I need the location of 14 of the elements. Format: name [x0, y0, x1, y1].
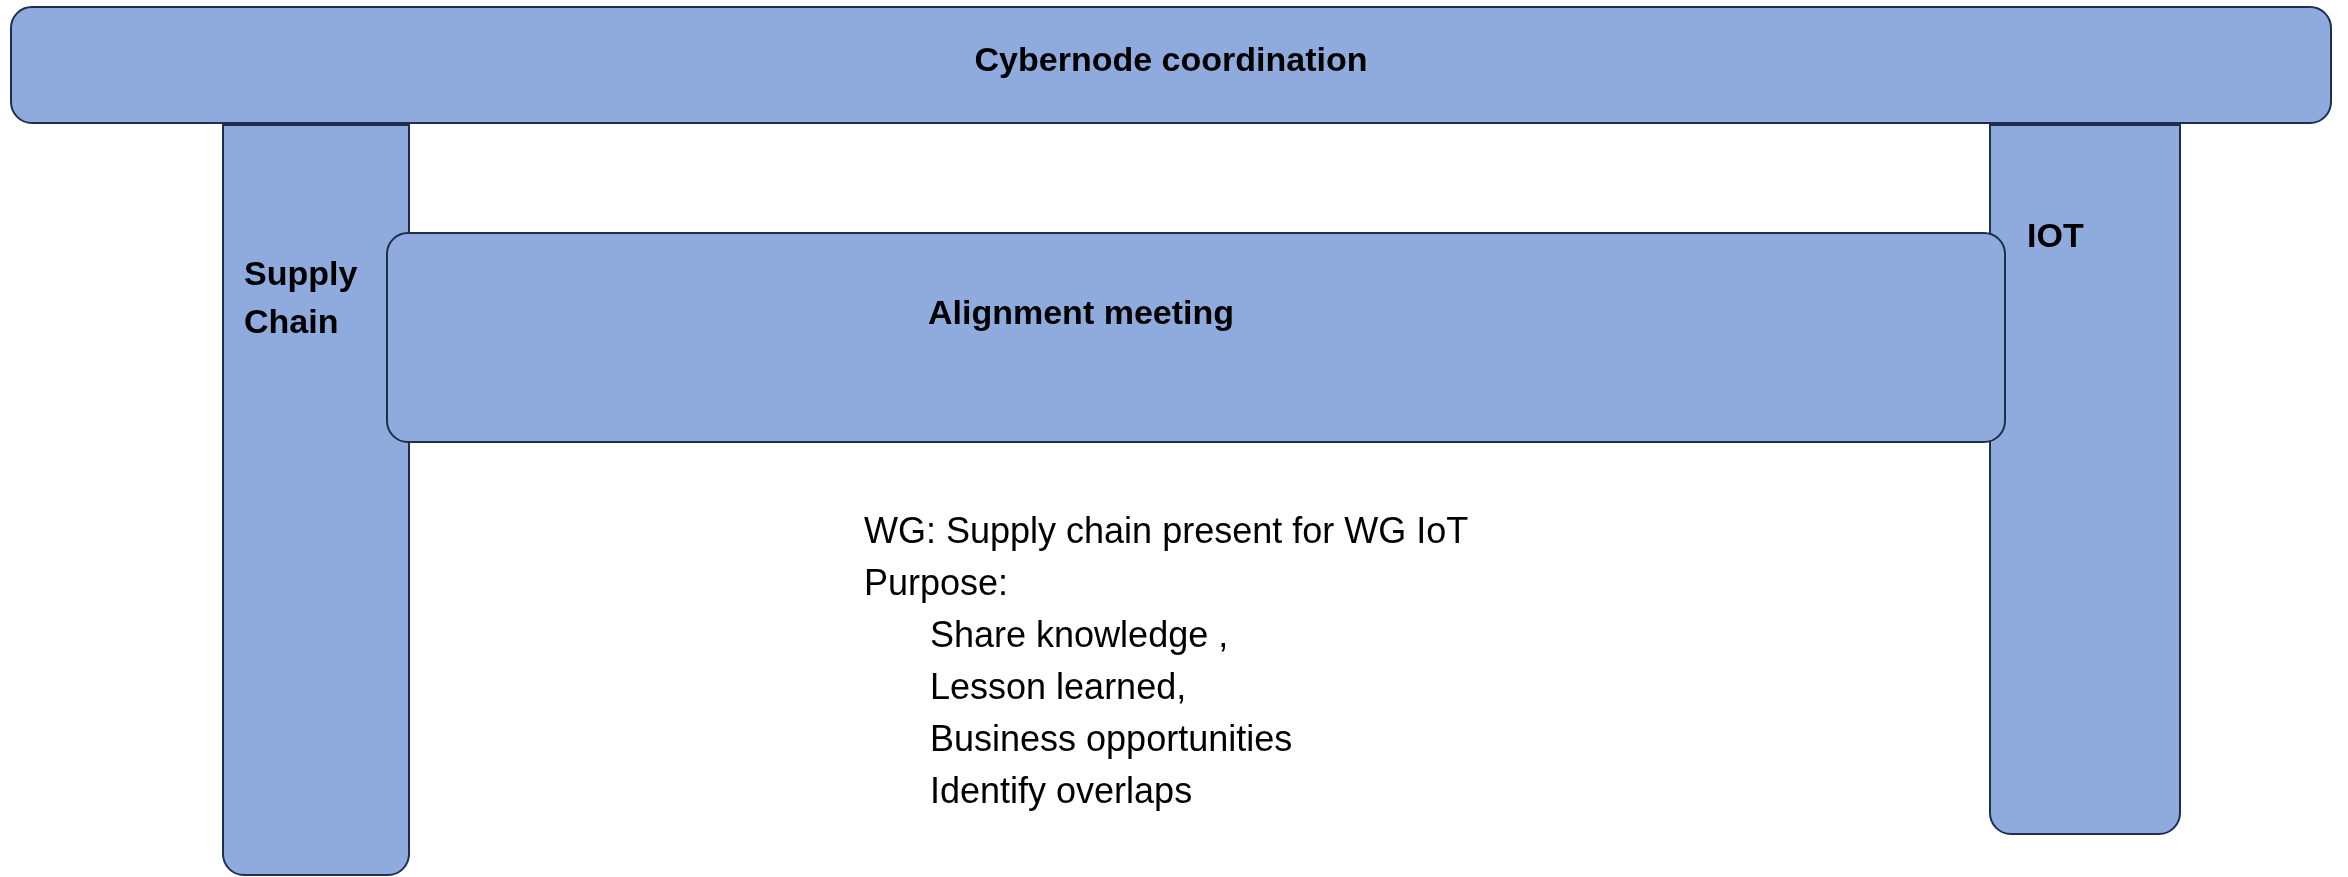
box-label: Cybernode coordination: [973, 39, 1369, 80]
rounded-box: [386, 232, 2006, 443]
note-text: Purpose:: [864, 562, 1009, 604]
note-text: Share knowledge ,: [930, 614, 1229, 656]
rounded-box: [10, 6, 2332, 124]
box-label: Alignment meeting: [928, 292, 1235, 333]
rounded-box: [1989, 124, 2181, 835]
note-text: Business opportunities: [930, 718, 1293, 760]
box-label: IOT: [2027, 215, 2085, 256]
box-label: Supply Chain: [244, 253, 359, 342]
note-text: Lesson learned,: [930, 666, 1187, 708]
note-text: Identify overlaps: [930, 770, 1193, 812]
rounded-box: [222, 124, 410, 876]
note-text: WG: Supply chain present for WG IoT: [864, 510, 1469, 552]
